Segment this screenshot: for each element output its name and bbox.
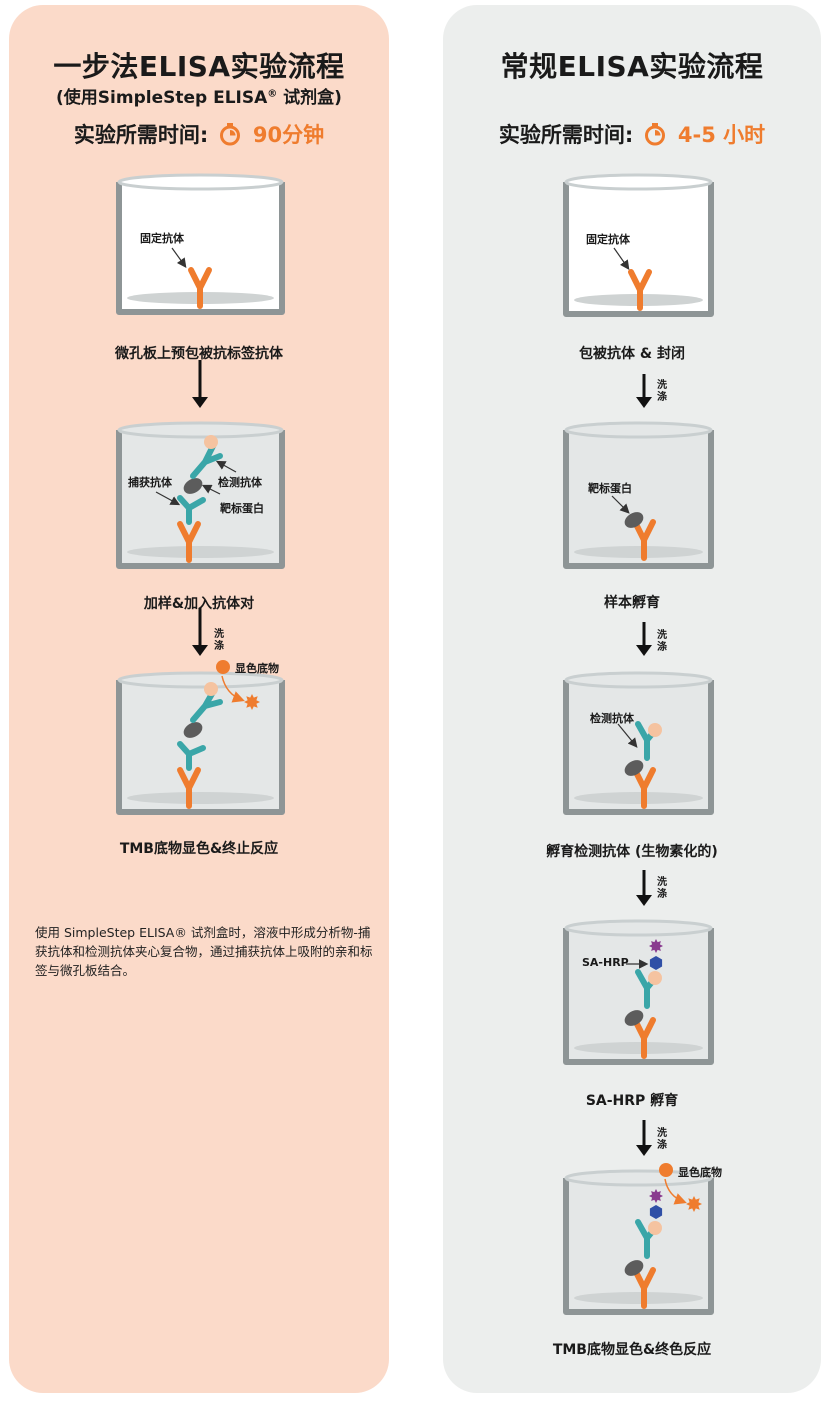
well-floor [127, 792, 274, 804]
biotin-tag [204, 435, 218, 449]
annotation-label: 显色底物 [235, 660, 279, 676]
annotation-label: 捕获抗体 [128, 474, 172, 490]
starburst-icon [686, 1196, 702, 1212]
annotation-label: 固定抗体 [586, 231, 630, 247]
down-arrow-head [636, 1145, 652, 1156]
down-arrow-head [636, 645, 652, 656]
well-rim [119, 175, 282, 189]
well-rim [566, 175, 711, 189]
well-floor [127, 546, 274, 558]
starburst-icon [649, 1189, 663, 1203]
well-rim [119, 423, 282, 437]
down-arrow-head [192, 397, 208, 408]
substrate-dot [216, 660, 230, 674]
annotation-label: 靶标蛋白 [220, 500, 264, 516]
substrate-dot [659, 1163, 673, 1177]
down-arrow-head [636, 397, 652, 408]
biotin-tag [648, 971, 662, 985]
well-floor [574, 1042, 703, 1054]
annotation-label: 检测抗体 [590, 710, 634, 726]
down-arrow-head [192, 645, 208, 656]
well-rim [566, 423, 711, 437]
annotation-label: 靶标蛋白 [588, 480, 632, 496]
biotin-tag [648, 723, 662, 737]
down-arrow-head [636, 895, 652, 906]
starburst-icon [244, 694, 260, 710]
starburst-icon [649, 939, 663, 953]
annotation-label: SA-HRP [582, 956, 629, 969]
well-wall [566, 1178, 711, 1312]
biotin-tag [204, 682, 218, 696]
well-floor [574, 1292, 703, 1304]
well-icon [566, 1171, 711, 1312]
well-wall [566, 430, 711, 566]
well-rim [566, 921, 711, 935]
well-rim [566, 673, 711, 687]
annotation-label: 固定抗体 [140, 230, 184, 246]
well-wall [566, 928, 711, 1062]
well-icon [566, 673, 711, 812]
well-icon [119, 423, 282, 566]
well-icon [566, 921, 711, 1062]
well-floor [574, 792, 703, 804]
biotin-tag [648, 1221, 662, 1235]
annotation-label: 检测抗体 [218, 474, 262, 490]
annotation-label: 显色底物 [678, 1164, 722, 1180]
well-icon [119, 673, 282, 812]
well-floor [574, 546, 703, 558]
